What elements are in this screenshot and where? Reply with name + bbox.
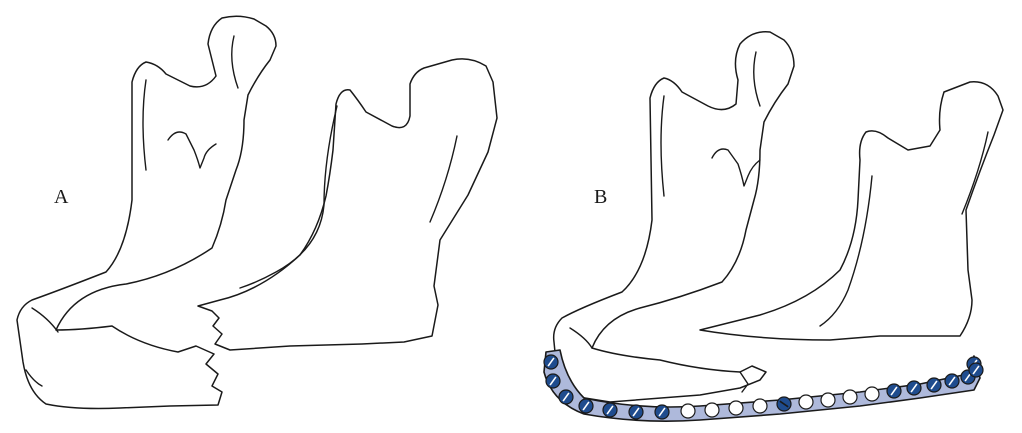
plate-hole — [843, 390, 857, 404]
plate-hole — [821, 393, 835, 407]
plate-hole — [681, 404, 695, 418]
plate-hole — [799, 395, 813, 409]
plate-hole — [705, 403, 719, 417]
plate-hole — [865, 387, 879, 401]
panel-b-illustration: B — [544, 32, 1003, 421]
panel-a-label: A — [54, 186, 69, 208]
plate-hole — [753, 399, 767, 413]
panel-b-label: B — [594, 186, 607, 208]
plate-hole — [729, 401, 743, 415]
panel-b-left-fragment — [554, 32, 794, 402]
panel-a-illustration: A — [17, 16, 497, 408]
